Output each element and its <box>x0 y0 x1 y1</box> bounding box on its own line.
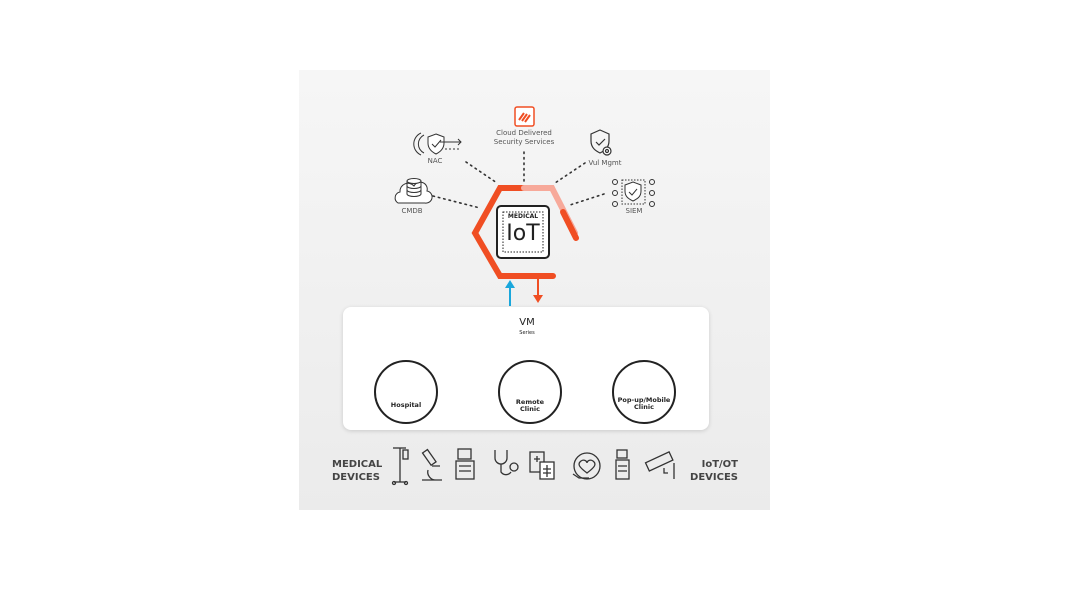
core-label-medical: MEDICAL <box>507 213 539 220</box>
vm-series-label: VM <box>519 317 535 328</box>
ultrasound-machine-icon <box>455 448 475 480</box>
cmdb-cloud-database-icon <box>394 178 433 204</box>
medical-records-xray-icon <box>529 451 555 480</box>
siem-shield-network-icon <box>612 179 655 207</box>
vulnerability-shield-gear-icon <box>590 129 612 156</box>
siem-label: SIEM <box>625 207 643 215</box>
vm-series-sublabel: Series <box>519 330 535 336</box>
vul-mgmt-label: Vul Mgmt <box>588 159 622 167</box>
cloud-security-label: Cloud Delivered Security Services <box>493 129 555 146</box>
cloud-security-logo-icon <box>514 106 535 127</box>
cmdb-label: CMDB <box>401 207 423 215</box>
hexagon-frame <box>471 185 579 279</box>
site-label: Pop-up/Mobile Clinic <box>617 396 671 411</box>
microscope-icon <box>421 448 442 481</box>
site-hospital: Hospital <box>374 360 438 424</box>
site-label: Remote Clinic <box>515 398 545 413</box>
medical-devices-icons <box>391 447 675 486</box>
core-label-iot: IoT <box>506 221 540 246</box>
nac-shield-icon <box>413 132 462 156</box>
stethoscope-icon <box>494 450 519 476</box>
arrow-up-icon <box>505 280 515 288</box>
arrow-down-icon <box>533 295 543 303</box>
infusion-pump-icon <box>615 449 630 480</box>
iot-ot-devices-label: IoT/OT DEVICES <box>690 459 738 483</box>
medical-iot-chip-icon <box>496 205 550 259</box>
diagram-panel <box>299 70 770 510</box>
security-camera-icon <box>644 451 675 479</box>
site-popup-mobile-clinic: Pop-up/Mobile Clinic <box>612 360 676 424</box>
iv-stand-icon <box>391 447 409 486</box>
heart-care-hand-icon <box>572 452 601 480</box>
site-remote-clinic: Remote Clinic <box>498 360 562 424</box>
dotted-connectors <box>432 151 605 209</box>
medical-devices-label: MEDICAL DEVICES <box>332 459 383 483</box>
nac-label: NAC <box>427 157 443 165</box>
arrows <box>505 279 543 306</box>
site-label: Hospital <box>390 401 422 409</box>
